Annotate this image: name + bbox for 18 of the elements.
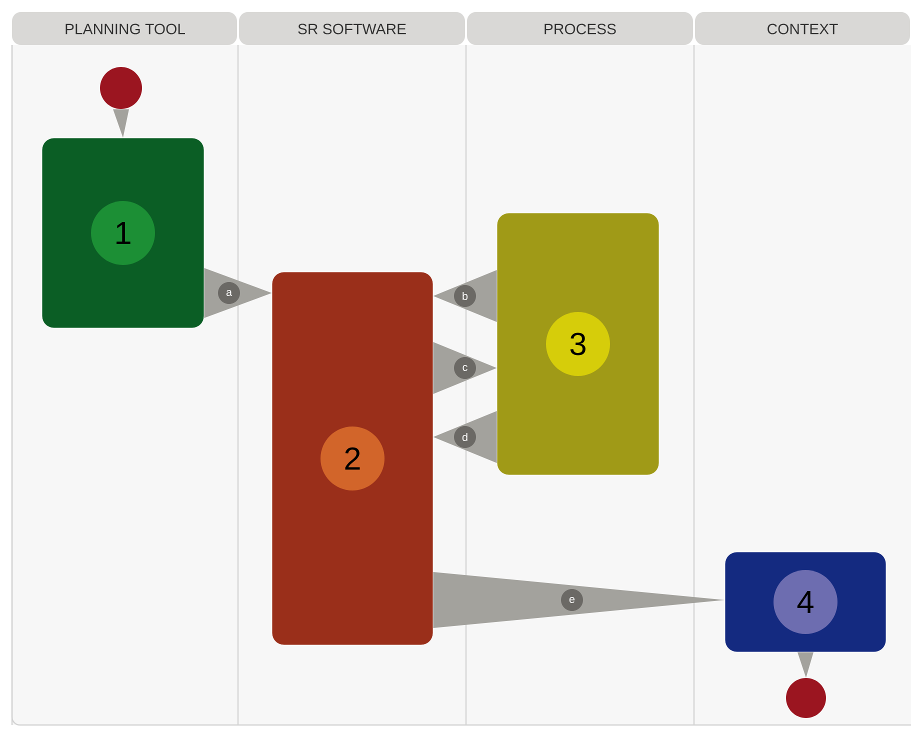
wedge-connector [798, 652, 814, 678]
process-box: 1 [42, 138, 204, 328]
process-box: 3 [496, 212, 660, 476]
node-label: PLANNING TOOL [66, 24, 185, 34]
node-label: SR SOFTWARE [298, 24, 406, 34]
edge-label: a [218, 282, 240, 304]
edge-label: c [454, 357, 476, 379]
edge-label: d [454, 426, 476, 448]
edge-label: e [561, 589, 583, 611]
node-label: PROCESS [544, 24, 616, 34]
node-label: CONTEXT [768, 24, 838, 34]
edge-label: b [454, 285, 476, 307]
wedge-connector [113, 109, 129, 138]
process-box: 4 [724, 552, 886, 652]
pin-circle [786, 678, 826, 718]
pin-circle [100, 67, 142, 109]
process-box: 2 [272, 272, 434, 646]
wedge-connector [433, 572, 725, 628]
